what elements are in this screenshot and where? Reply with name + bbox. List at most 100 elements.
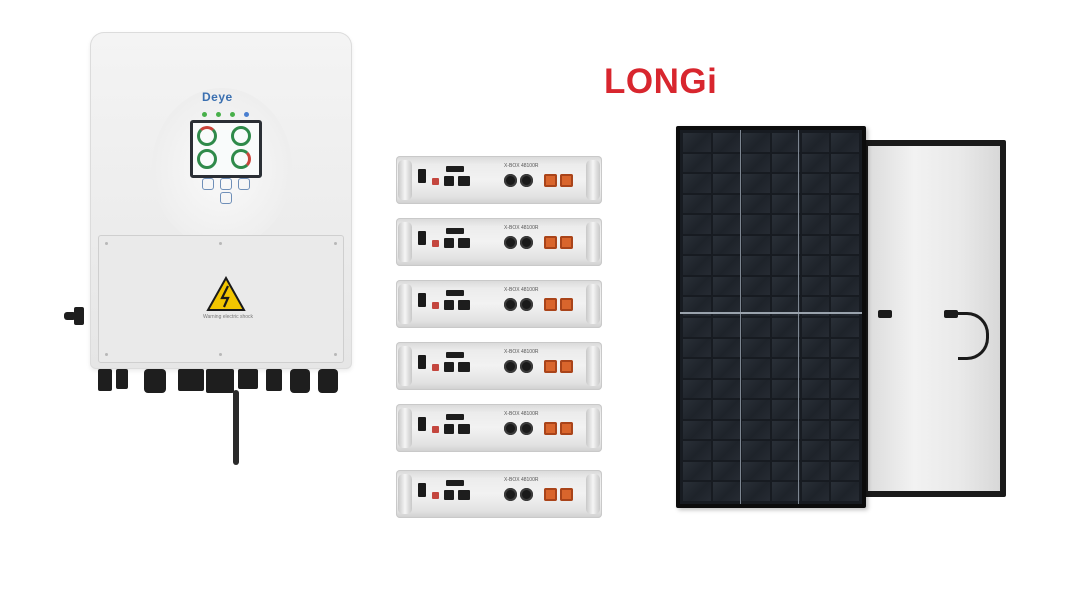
battery-module: X-BOX 48100R bbox=[396, 218, 602, 266]
solar-cell bbox=[683, 461, 711, 481]
solar-cell bbox=[742, 420, 770, 440]
solar-cell bbox=[683, 400, 711, 419]
solar-cell bbox=[801, 174, 830, 193]
solar-cell bbox=[771, 153, 800, 173]
solar-cell bbox=[771, 400, 800, 419]
inverter-control-buttons bbox=[200, 178, 250, 204]
solar-cell bbox=[831, 153, 859, 173]
solar-cell bbox=[683, 153, 711, 173]
solar-cell bbox=[712, 256, 741, 275]
solar-cell bbox=[831, 482, 859, 501]
solar-cell bbox=[712, 338, 741, 358]
solar-cell bbox=[771, 297, 800, 316]
battery-reset-button bbox=[432, 426, 439, 433]
solar-cell bbox=[683, 276, 711, 296]
solar-cell bbox=[712, 153, 741, 173]
battery-comm-port bbox=[444, 490, 454, 500]
solar-cell bbox=[801, 338, 830, 358]
solar-panel-rear-view bbox=[862, 140, 1006, 497]
solar-cell bbox=[683, 133, 711, 152]
solar-cell bbox=[831, 420, 859, 440]
solar-cell bbox=[771, 359, 800, 378]
solar-cell bbox=[801, 276, 830, 296]
solar-cell bbox=[712, 359, 741, 378]
solar-cell bbox=[771, 379, 800, 399]
solar-cell bbox=[801, 379, 830, 399]
battery-comm-port bbox=[458, 490, 470, 500]
battery-reset-button bbox=[432, 240, 439, 247]
inverter-side-connector bbox=[64, 307, 84, 325]
solar-cell bbox=[801, 235, 830, 255]
solar-cell bbox=[801, 482, 830, 501]
battery-module: X-BOX 48100R bbox=[396, 156, 602, 204]
solar-cell bbox=[831, 276, 859, 296]
solar-cell bbox=[831, 338, 859, 358]
battery-power-switch bbox=[418, 231, 426, 245]
junction-box bbox=[944, 310, 958, 318]
solar-cell bbox=[771, 420, 800, 440]
solar-cell bbox=[683, 379, 711, 399]
battery-comm-port bbox=[446, 414, 464, 420]
solar-cell bbox=[742, 338, 770, 358]
solar-panel-front-view bbox=[676, 126, 866, 508]
solar-cell bbox=[771, 235, 800, 255]
solar-cell bbox=[742, 482, 770, 501]
electric-shock-warning-icon bbox=[206, 276, 246, 311]
solar-cell bbox=[712, 379, 741, 399]
battery-comm-port bbox=[458, 176, 470, 186]
solar-cell bbox=[801, 400, 830, 419]
solar-cell bbox=[771, 194, 800, 214]
solar-cell bbox=[771, 215, 800, 234]
battery-model-label: X-BOX 48100R bbox=[504, 163, 539, 169]
solar-cell bbox=[801, 420, 830, 440]
battery-power-switch bbox=[418, 293, 426, 307]
battery-power-switch bbox=[418, 417, 426, 431]
solar-cell bbox=[771, 174, 800, 193]
solar-cell bbox=[771, 317, 800, 337]
solar-cell bbox=[771, 461, 800, 481]
junction-box bbox=[878, 310, 892, 318]
solar-cell bbox=[771, 482, 800, 501]
solar-cell bbox=[712, 400, 741, 419]
solar-cell bbox=[712, 317, 741, 337]
battery-reset-button bbox=[432, 302, 439, 309]
solar-cell bbox=[683, 215, 711, 234]
inverter-status-leds bbox=[196, 112, 252, 118]
battery-power-switch bbox=[418, 169, 426, 183]
solar-cell bbox=[801, 194, 830, 214]
solar-cell bbox=[831, 133, 859, 152]
solar-cell bbox=[742, 461, 770, 481]
panel-cable bbox=[958, 312, 989, 360]
longi-logo: LONGi bbox=[604, 62, 718, 101]
solar-cell bbox=[712, 297, 741, 316]
solar-cell bbox=[831, 215, 859, 234]
battery-model-label: X-BOX 48100R bbox=[504, 477, 539, 483]
battery-comm-port bbox=[446, 166, 464, 172]
battery-reset-button bbox=[432, 178, 439, 185]
solar-cell bbox=[801, 153, 830, 173]
solar-cell bbox=[683, 338, 711, 358]
solar-cell bbox=[771, 256, 800, 275]
solar-cell bbox=[831, 400, 859, 419]
solar-cell bbox=[831, 379, 859, 399]
solar-cell bbox=[683, 256, 711, 275]
solar-cell bbox=[683, 482, 711, 501]
solar-cell bbox=[771, 276, 800, 296]
solar-cell bbox=[771, 441, 800, 460]
solar-cell bbox=[683, 194, 711, 214]
battery-comm-port bbox=[444, 300, 454, 310]
solar-cell bbox=[801, 317, 830, 337]
battery-model-label: X-BOX 48100R bbox=[504, 225, 539, 231]
battery-comm-port bbox=[444, 238, 454, 248]
inverter-cable bbox=[233, 390, 239, 465]
battery-model-label: X-BOX 48100R bbox=[504, 411, 539, 417]
solar-cell bbox=[742, 359, 770, 378]
solar-cell bbox=[742, 194, 770, 214]
solar-cell bbox=[801, 256, 830, 275]
solar-cell bbox=[742, 441, 770, 460]
battery-comm-port bbox=[446, 290, 464, 296]
solar-cell bbox=[683, 359, 711, 378]
solar-cell bbox=[801, 461, 830, 481]
solar-cell bbox=[742, 379, 770, 399]
